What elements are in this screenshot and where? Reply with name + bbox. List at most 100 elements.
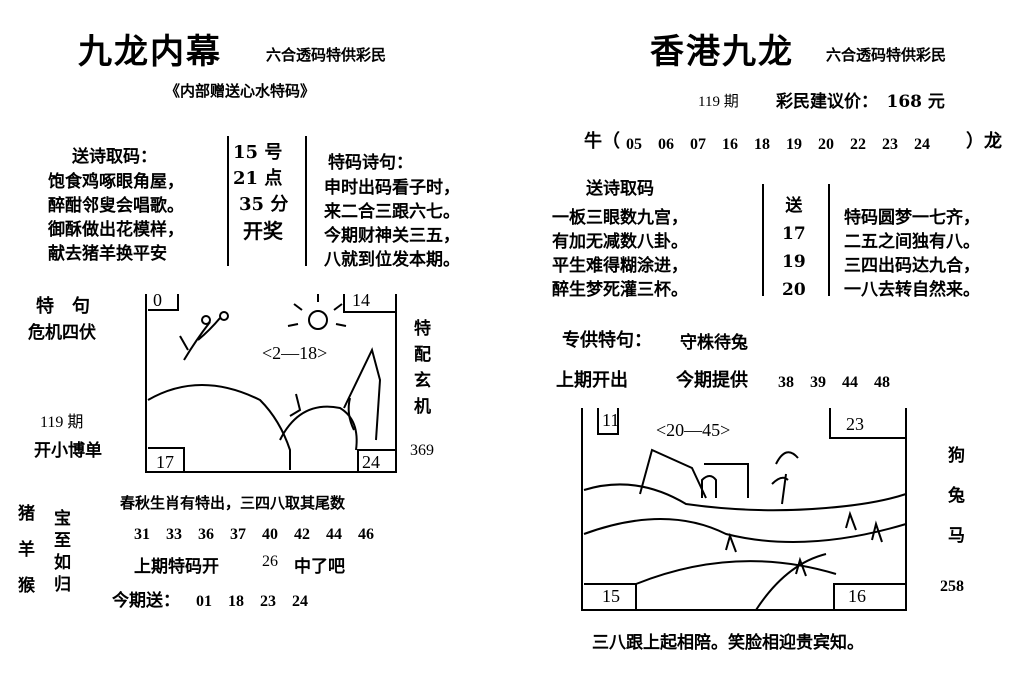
verse-line: 八就到位发本期。: [324, 250, 460, 270]
verse-line: 今期财神关三五，: [324, 226, 460, 246]
sketch-corner-box: [833, 583, 906, 610]
verse-line: 一八去转自然来。: [844, 280, 980, 300]
right-provide-numbers: 38 39 44 48: [778, 374, 891, 391]
sketch-corner-box: [597, 408, 619, 435]
send-label: 送: [785, 196, 803, 216]
house-door: [701, 475, 717, 498]
right-side-animals: 狗 兔 马: [948, 436, 965, 556]
stem: [289, 393, 302, 417]
right-pic-tr: 23: [846, 414, 864, 434]
treasure-char: 归: [54, 575, 71, 595]
right-poem-heading: 送诗取码: [586, 179, 654, 199]
right-pic-bl: 15: [602, 586, 620, 606]
sun-icon: [308, 310, 328, 330]
hill: [279, 405, 358, 451]
right-niu-numbers: 05 06 07 16 18 19 20 22 23 24: [626, 136, 931, 153]
right-send: 送 17 19 20: [782, 192, 806, 304]
right-last-label: 上期开出: [556, 370, 628, 391]
left-sketch: [145, 294, 397, 473]
poem-line: 一板三眼数九宫，: [552, 208, 688, 228]
left-side-number: 369: [410, 442, 434, 459]
left-subtitle: 六合透码特供彩民: [266, 46, 387, 64]
sketch-corner-box: [148, 294, 179, 311]
right-subtitle: 六合透码特供彩民: [826, 46, 947, 64]
right-pic-br: 16: [848, 586, 866, 606]
grass: [725, 532, 807, 577]
tree: [771, 451, 799, 505]
send-number: 20: [782, 280, 806, 300]
side-char: 机: [414, 397, 431, 417]
right-issue: 119 期: [698, 94, 739, 110]
right-pic-tl: 11: [602, 410, 620, 430]
left-last-tail: 中了吧: [294, 557, 345, 577]
left-animals: 猪 羊 猴: [18, 496, 35, 604]
left-hint: 春秋生肖有特出，三四八取其尾数: [120, 494, 346, 512]
side-char: 玄: [414, 371, 431, 391]
right-niu-prefix: 牛（: [584, 131, 620, 152]
send-number: 17: [782, 224, 806, 244]
leaf: [347, 397, 355, 431]
draw-time: 15 号 21 点 35 分 开奖: [233, 140, 288, 244]
poem-line: 醉酣邻叟会唱歌。: [48, 196, 184, 216]
poem-line: 平生难得糊涂进，: [552, 256, 688, 276]
left-verse-heading: 特码诗句：: [328, 153, 413, 173]
sketch-frame: [581, 408, 907, 611]
right-price: 彩民建议价： 168 元: [776, 92, 945, 112]
right-special-label: 专供特句：: [562, 330, 652, 351]
path: [755, 553, 827, 611]
right-footer: 三八跟上起相陪。笑脸相迎贵宾知。: [592, 633, 864, 653]
animal-char: 马: [948, 526, 965, 546]
sketch-corner-box: [148, 447, 185, 472]
verse-line: 三四出码达九合，: [844, 256, 980, 276]
verse-line: 特码圆梦一七齐，: [844, 208, 980, 228]
animal-char: 猴: [18, 576, 35, 596]
left-verse: 申时出码看子时， 来二合三跟六七。 今期财神关三五， 八就到位发本期。: [324, 176, 460, 272]
rock: [343, 347, 382, 441]
hill: [583, 483, 907, 512]
poem-line: 醉生梦死灌三杯。: [552, 280, 688, 300]
side-char: 特: [414, 319, 431, 339]
grass: [845, 510, 883, 543]
sketch-corner-box: [343, 294, 396, 313]
poem-line: 饱食鸡啄眼角屋，: [48, 172, 184, 192]
treasure-char: 如: [54, 553, 71, 573]
left-last-label: 上期特码开: [134, 557, 219, 577]
left-pic-tl: 0: [153, 290, 162, 310]
house-wall: [704, 463, 749, 498]
bud: [201, 315, 211, 325]
bud: [219, 311, 229, 321]
right-niu-suffix: ）龙: [966, 131, 1002, 152]
left-special-label: 特 句: [36, 296, 90, 317]
plant: [179, 317, 221, 361]
animal-char: 羊: [18, 540, 35, 560]
divider: [762, 184, 764, 296]
send-number: 19: [782, 252, 806, 272]
animal-char: 狗: [948, 446, 965, 466]
sketch-frame: [145, 294, 397, 473]
poem-line: 献去猪羊换平安: [48, 244, 167, 264]
left-poem-heading: 送诗取码：: [72, 147, 157, 167]
left-tagline: 《内部赠送心水特码》: [165, 82, 316, 100]
left-issue: 119 期: [40, 414, 84, 431]
left-side-vertical: 特 配 玄 机: [414, 316, 431, 420]
animal-char: 猪: [18, 504, 35, 524]
left-title: 九龙内幕: [78, 32, 222, 72]
left-open-text: 开小博单: [34, 441, 102, 461]
left-pic-bl: 17: [156, 452, 174, 472]
sketch-corner-box: [829, 408, 906, 439]
left-last-number: 26: [262, 553, 278, 570]
time-minute: 35 分: [239, 194, 289, 215]
left-pic-tr: 14: [352, 290, 370, 310]
left-treasure: 宝 至 如 归: [54, 508, 71, 596]
verse-line: 来二合三跟六七。: [324, 202, 460, 222]
left-poem: 饱食鸡啄眼角屋， 醉酣邻叟会唱歌。 御酥做出花模样， 献去猪羊换平安: [48, 170, 184, 266]
right-special-phrase: 守株待兔: [680, 333, 748, 353]
right-verse: 特码圆梦一七齐， 二五之间独有八。 三四出码达九合， 一八去转自然来。: [844, 206, 980, 302]
time-hour: 21 点: [233, 168, 283, 189]
right-provide-label: 今期提供: [676, 370, 748, 391]
time-open: 开奖: [243, 219, 283, 243]
time-day: 15 号: [233, 142, 283, 163]
left-pic-range: <2—18>: [262, 343, 328, 363]
poem-line: 有加无减数八卦。: [552, 232, 688, 252]
treasure-char: 至: [54, 531, 71, 551]
